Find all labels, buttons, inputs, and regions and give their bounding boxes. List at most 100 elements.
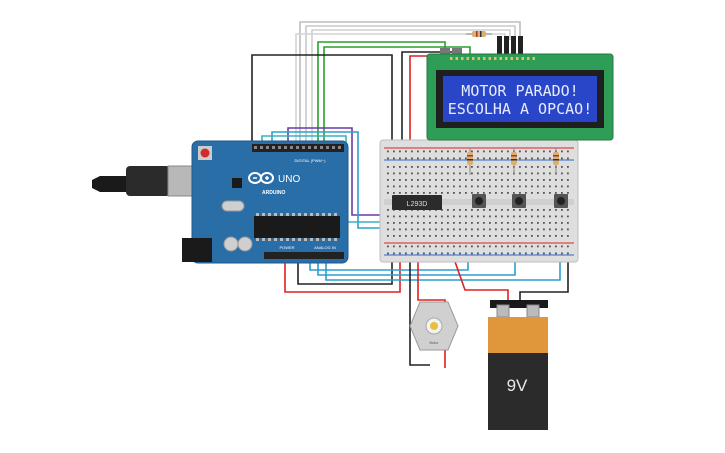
lcd-pin — [499, 57, 502, 60]
wire-black-top — [251, 54, 393, 145]
breadboard-hole — [447, 209, 449, 211]
breadboard-hole — [531, 157, 533, 160]
breadboard-hole — [459, 192, 461, 194]
breadboard-hole — [561, 185, 563, 188]
breadboard-hole — [459, 209, 461, 211]
chip-pin — [292, 238, 295, 241]
breadboard-hole — [537, 252, 539, 255]
breadboard-hole — [441, 185, 443, 188]
power-jack — [182, 238, 212, 262]
breadboard-hole — [489, 157, 491, 160]
breadboard-hole — [435, 192, 437, 194]
breadboard-hole — [477, 166, 479, 168]
breadboard-hole — [411, 252, 413, 255]
breadboard-hole — [501, 228, 503, 231]
breadboard-hole — [399, 166, 401, 168]
breadboard-hole — [477, 228, 479, 231]
breadboard-hole — [495, 179, 497, 181]
breadboard-hole — [393, 228, 395, 231]
breadboard-hole — [387, 150, 389, 153]
breadboard-hole — [393, 157, 395, 160]
chip-pin — [280, 238, 283, 241]
breadboard-hole — [501, 192, 503, 194]
breadboard-hole — [489, 185, 491, 188]
breadboard-hole — [441, 215, 443, 218]
breadboard-hole — [453, 235, 455, 237]
breadboard-hole — [519, 252, 521, 255]
breadboard-hole — [471, 209, 473, 211]
breadboard-hole — [399, 157, 401, 160]
breadboard-hole — [429, 222, 431, 224]
breadboard-hole — [447, 185, 449, 188]
breadboard-hole — [513, 209, 515, 211]
breadboard-hole — [525, 235, 527, 237]
pushbutton-3 — [554, 194, 568, 208]
breadboard-hole — [501, 215, 503, 218]
breadboard-hole — [567, 185, 569, 188]
breadboard-hole — [405, 185, 407, 188]
breadboard-hole — [561, 192, 563, 194]
chip-pin — [256, 213, 259, 216]
breadboard-hole — [429, 252, 431, 255]
breadboard-hole — [417, 192, 419, 194]
breadboard-hole — [483, 245, 485, 248]
lcd-pin — [510, 57, 513, 60]
breadboard-hole — [525, 209, 527, 211]
breadboard-hole — [453, 215, 455, 218]
digital-pin — [302, 146, 305, 149]
breadboard-hole — [561, 150, 563, 153]
breadboard-hole — [483, 222, 485, 224]
breadboard-hole — [501, 252, 503, 255]
breadboard-hole — [507, 157, 509, 160]
breadboard-hole — [489, 179, 491, 181]
breadboard-hole — [537, 150, 539, 153]
lcd-pin — [483, 57, 486, 60]
breadboard-hole — [495, 209, 497, 211]
battery-label: 9V — [507, 376, 528, 395]
breadboard-hole — [393, 245, 395, 248]
breadboard-hole — [399, 228, 401, 231]
breadboard-hole — [519, 245, 521, 248]
breadboard-hole — [519, 172, 521, 175]
digital-pin — [314, 146, 317, 149]
breadboard-hole — [543, 209, 545, 211]
breadboard-hole — [465, 157, 467, 160]
breadboard-hole — [495, 228, 497, 231]
chip-pin — [274, 238, 277, 241]
lcd-pin — [488, 57, 491, 60]
chip-pin — [286, 238, 289, 241]
breadboard-hole — [417, 172, 419, 175]
breadboard-hole — [561, 157, 563, 160]
crystal — [221, 200, 245, 212]
breadboard-hole — [423, 228, 425, 231]
lcd-pin — [516, 57, 519, 60]
digital-pin — [332, 146, 335, 149]
breadboard-hole — [435, 215, 437, 218]
breadboard-hole — [435, 172, 437, 175]
breadboard-hole — [411, 172, 413, 175]
breadboard-hole — [561, 245, 563, 248]
breadboard-hole — [489, 235, 491, 237]
breadboard-hole — [465, 235, 467, 237]
breadboard-hole — [507, 245, 509, 248]
breadboard-hole — [477, 179, 479, 181]
breadboard-hole — [477, 157, 479, 160]
breadboard-hole — [513, 179, 515, 181]
breadboard-hole — [567, 179, 569, 181]
wire-gray-1 — [299, 21, 521, 145]
breadboard-hole — [387, 215, 389, 218]
breadboard-hole — [417, 235, 419, 237]
breadboard-hole — [411, 235, 413, 237]
breadboard-hole — [471, 215, 473, 218]
breadboard-hole — [495, 235, 497, 237]
chip-pin — [262, 213, 265, 216]
breadboard-hole — [483, 215, 485, 218]
breadboard-hole — [417, 222, 419, 224]
breadboard-hole — [459, 228, 461, 231]
breadboard-hole — [435, 245, 437, 248]
breadboard-hole — [507, 228, 509, 231]
breadboard-hole — [453, 245, 455, 248]
breadboard-hole — [567, 245, 569, 248]
breadboard-hole — [519, 179, 521, 181]
